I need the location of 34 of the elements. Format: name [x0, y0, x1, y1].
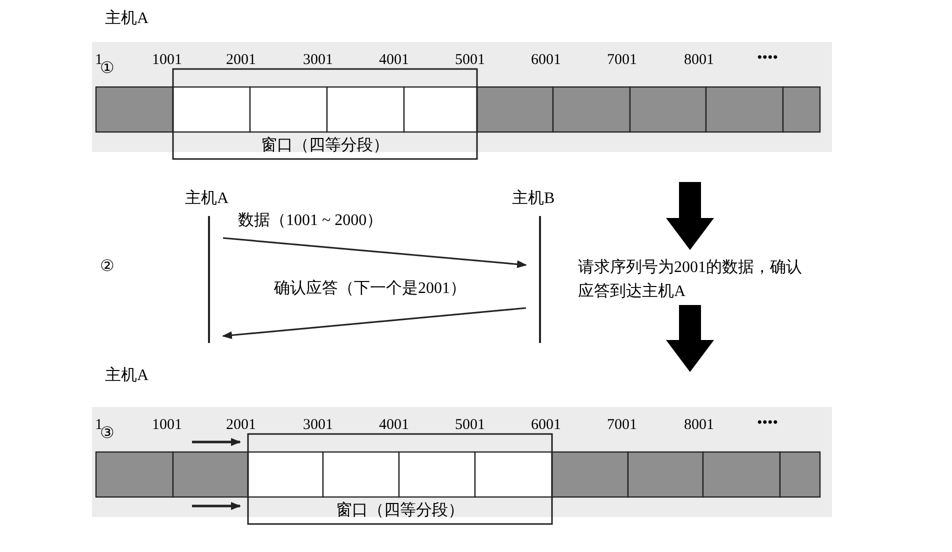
sequence-number: 8001 [684, 417, 714, 434]
sequence-number: 1001 [152, 417, 182, 434]
edge-label: 数据（1001 ~ 2000） [238, 211, 383, 231]
sequence-number: 6001 [531, 52, 561, 69]
sequence-number: 7001 [607, 417, 637, 434]
ellipsis: •••• [757, 50, 778, 67]
ellipsis: •••• [757, 415, 778, 432]
host-label: 主机A [105, 366, 149, 386]
arrow [222, 237, 527, 268]
sequence-number: 4001 [379, 417, 409, 434]
host-label: 主机B [512, 188, 555, 209]
host-label: 主机A [185, 188, 229, 209]
step-number: ② [100, 257, 114, 276]
sequence-number: 4001 [379, 52, 409, 69]
sequence-number: 3001 [303, 52, 333, 69]
step-number: ① [100, 60, 114, 78]
sequence-number: 5001 [455, 417, 485, 434]
sequence-number: 6001 [531, 417, 561, 434]
host-label: 主机A [105, 8, 149, 29]
window-label: 窗口（四等分段） [336, 500, 464, 521]
sequence-number: 2001 [226, 52, 256, 69]
sequence-number: 7001 [607, 52, 637, 69]
window-label: 窗口（四等分段） [261, 136, 389, 156]
step-number: ③ [100, 425, 114, 443]
sequence-number: 2001 [226, 417, 256, 434]
sequence-number: 3001 [303, 417, 333, 434]
edge-label: 确认应答（下一个是2001） [274, 278, 466, 299]
sequence-number: 5001 [455, 52, 485, 69]
sequence-number: 1001 [152, 52, 182, 69]
note-text: 请求序列号为2001的数据，确认应答到达主机A [578, 258, 803, 302]
sequence-number: 1 [95, 52, 102, 68]
arrow [222, 307, 526, 340]
sequence-number: 1 [95, 417, 102, 433]
sequence-number: 8001 [684, 52, 714, 69]
